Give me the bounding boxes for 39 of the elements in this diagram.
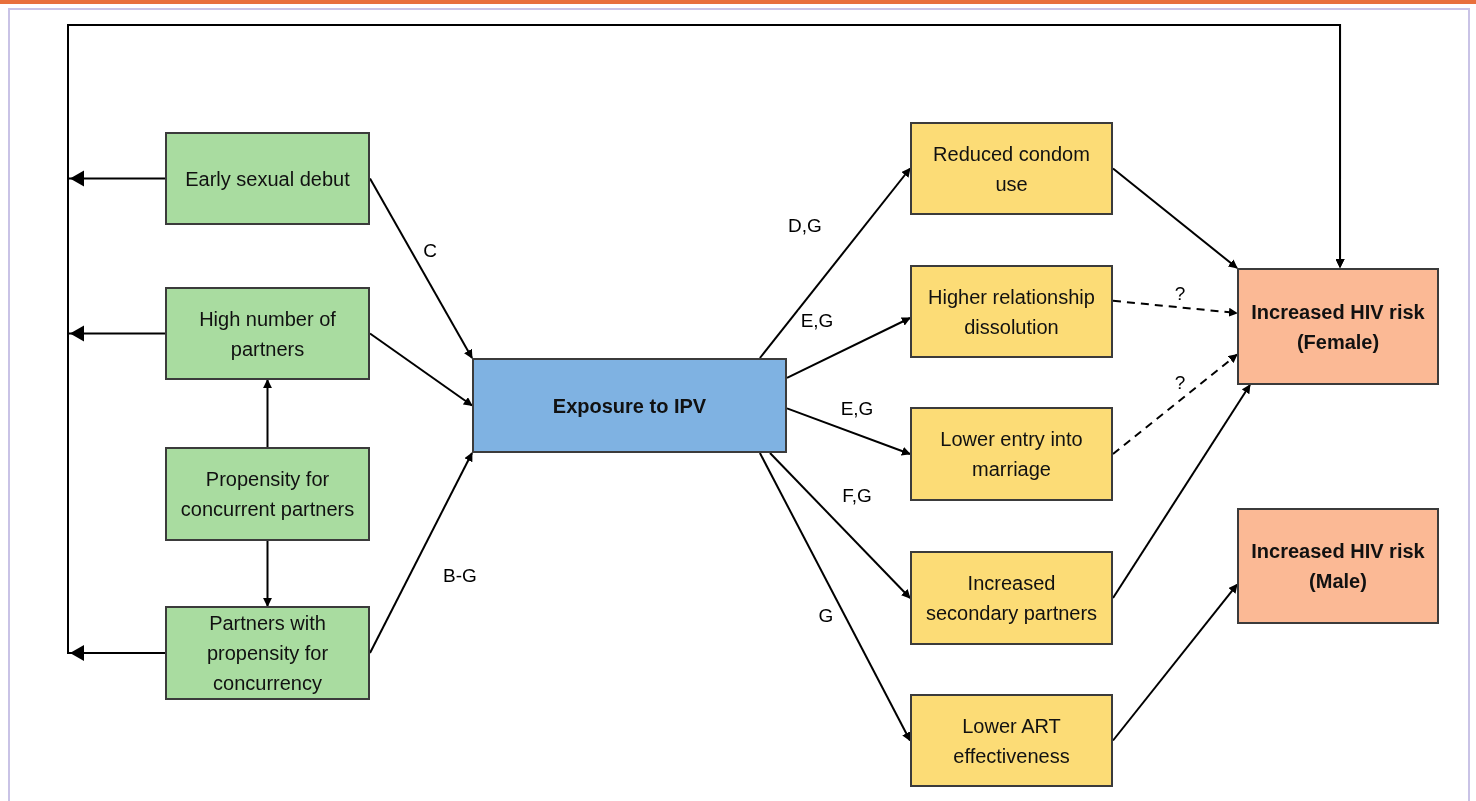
box-text: Increased secondary partners (924, 571, 1099, 626)
arrow (1112, 353, 1238, 455)
process-box (165, 287, 370, 380)
box-text: Increased HIV risk (Male) (1250, 539, 1426, 594)
box-text: High number of partners (198, 306, 337, 362)
box-text: Early sexual debut (185, 166, 350, 192)
arrow (786, 407, 911, 456)
process-box (165, 447, 370, 541)
process-box (165, 606, 370, 700)
arrow (369, 332, 473, 407)
process-box (165, 132, 370, 225)
arrow (1112, 384, 1251, 599)
process-box (472, 358, 787, 453)
arrow (263, 540, 272, 607)
process-box (1237, 508, 1439, 624)
process-box (910, 122, 1113, 215)
arrow (769, 452, 911, 599)
process-box (910, 551, 1113, 645)
process-box (910, 265, 1113, 358)
arrow (1112, 167, 1238, 269)
arrow (369, 177, 473, 359)
process-box (910, 407, 1113, 501)
process-box (910, 694, 1113, 787)
box-text: Increased HIV risk (Female) (1250, 299, 1426, 355)
box-text: Reduced condom use (932, 141, 1091, 197)
box-text: Higher relationship dissolution (927, 284, 1096, 340)
arrow (263, 379, 272, 448)
arrow (758, 167, 911, 359)
arrow (1112, 583, 1238, 742)
box-text: Propensity for concurrent partners (179, 467, 356, 522)
arrow (786, 317, 911, 379)
arrow (758, 452, 911, 742)
box-text: Lower entry into marriage (939, 427, 1084, 482)
box-text: Partners with propensity for concurrency (205, 611, 330, 696)
box-text: Exposure to IPV (552, 393, 707, 419)
arrow (1112, 299, 1238, 317)
arrow (369, 452, 473, 654)
process-box (1237, 268, 1439, 385)
box-text: Lower ART effectiveness (952, 713, 1071, 769)
